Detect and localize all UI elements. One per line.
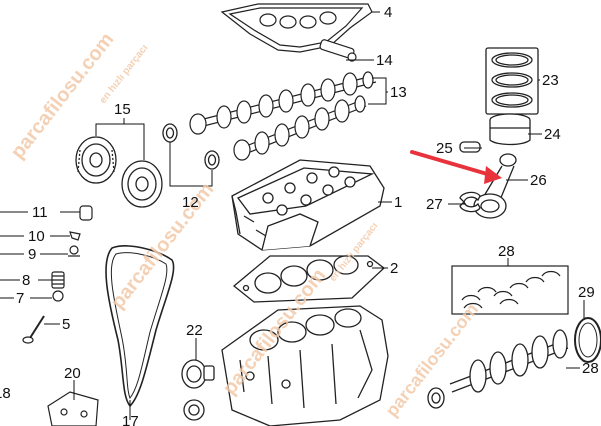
valve-cover-gasket (220, 3, 373, 53)
callout-11: 11 (32, 204, 48, 221)
callout-5: 5 (62, 316, 70, 333)
callout-24: 25 (436, 140, 453, 157)
callout-9: 9 (28, 246, 36, 263)
callout-13: 13 (390, 84, 407, 101)
callout-19: 20 (64, 365, 81, 382)
callout-23: 24 (544, 126, 561, 143)
callout-26: 27 (426, 196, 443, 213)
callout-1: 1 (394, 194, 402, 211)
callout-15: 15 (114, 101, 131, 118)
callout-18: 18 (0, 385, 11, 402)
idler-pulleys (181, 359, 215, 421)
callout-7: 7 (16, 290, 24, 307)
callout-4: 4 (384, 4, 392, 21)
camshaft-phasers (75, 136, 163, 208)
callout-29: 29 (578, 284, 595, 301)
camshaft-intake (189, 71, 377, 135)
callout-10: 10 (28, 228, 45, 245)
main-bearings (451, 265, 569, 315)
timing-chain (105, 245, 175, 408)
piston (489, 113, 531, 146)
highlight-arrow (410, 150, 502, 184)
crankshaft (427, 329, 569, 409)
callout-numbers: 4 14 13 15 12 1 2 23 24 25 26 27 28 29 2… (0, 4, 595, 426)
callout-17: 17 (122, 413, 139, 426)
callout-25: 26 (530, 172, 547, 189)
cylinder-head (231, 159, 385, 251)
engine-block (221, 305, 389, 426)
head-gasket (232, 255, 386, 303)
valve-train-hardware (22, 205, 93, 344)
callout-20: 22 (186, 322, 203, 339)
callout-27: 28 (498, 243, 515, 260)
connecting-rod (473, 153, 517, 219)
callout-2: 2 (390, 260, 398, 277)
callout-8: 8 (22, 272, 30, 289)
leader-lines (0, 11, 585, 420)
callout-14: 14 (376, 52, 393, 69)
callout-22: 23 (542, 72, 559, 89)
timing-cover-bracket (47, 391, 99, 426)
callout-28-text: 28 (582, 360, 599, 377)
oil-control-valve (319, 39, 357, 62)
rear-main-seal (574, 317, 601, 363)
camshaft-exhaust (233, 95, 367, 161)
piston-pin (459, 141, 481, 153)
callout-12: 12 (182, 194, 199, 211)
piston-rings (485, 47, 539, 115)
camshaft-seals (162, 123, 220, 170)
